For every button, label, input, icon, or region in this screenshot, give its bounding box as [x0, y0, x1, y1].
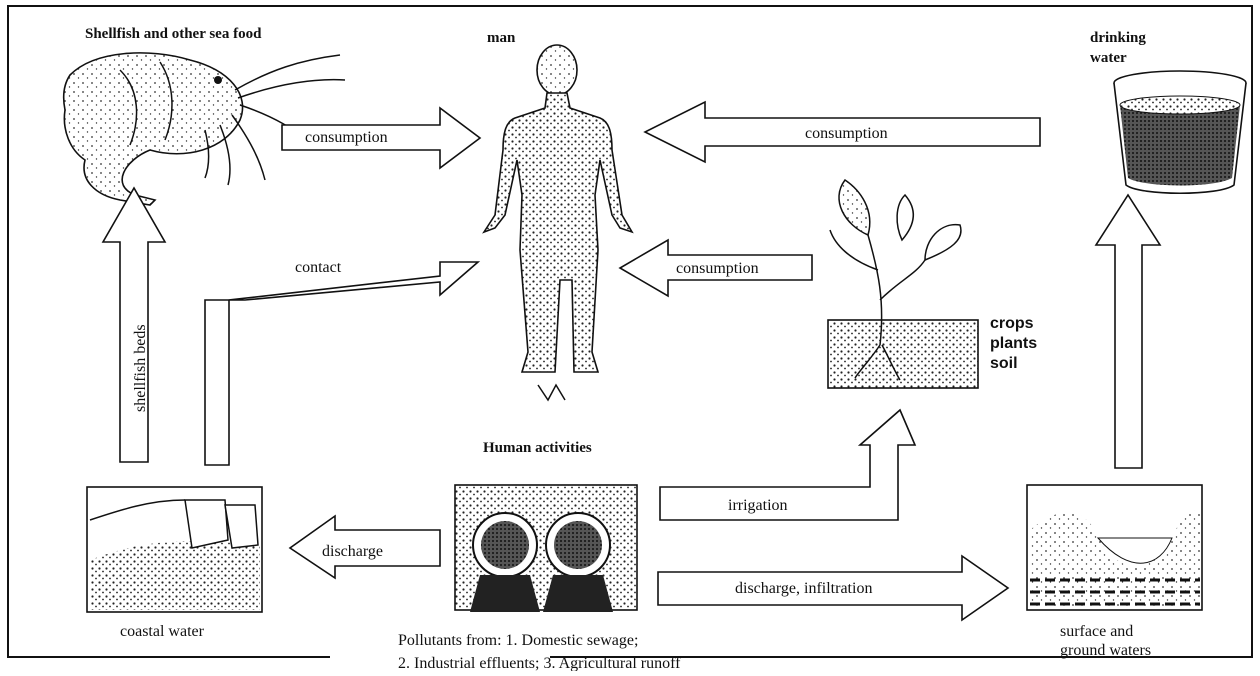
arrow-crops-to-man: consumption: [620, 240, 812, 296]
arrow-coastal-to-shellfish: shellfish beds: [103, 188, 165, 462]
arrow-activities-to-crops-label: irrigation: [728, 497, 788, 514]
crops-label-2: plants: [990, 335, 1037, 352]
coastal-water-label: coastal water: [120, 623, 205, 640]
arrow-crops-to-man-label: consumption: [676, 260, 759, 277]
ground-water-icon: [1027, 485, 1202, 610]
crops-label-3: soil: [990, 355, 1018, 372]
coastal-water-icon: [87, 487, 262, 612]
arrow-coastal-to-man: contact: [205, 259, 478, 465]
arrow-coastal-to-shellfish-label: shellfish beds: [132, 324, 149, 412]
arrow-activities-to-crops: irrigation: [660, 410, 915, 520]
surface-label-1: surface and: [1060, 623, 1133, 640]
arrow-activities-to-coastal: discharge: [290, 516, 440, 578]
caption-line-1: Pollutants from: 1. Domestic sewage;: [398, 632, 638, 649]
arrow-water-to-man: consumption: [645, 102, 1040, 162]
arrow-activities-to-ground-label: discharge, infiltration: [735, 580, 872, 597]
plant-icon: [828, 180, 978, 388]
arrow-ground-to-water: [1096, 195, 1160, 468]
human-activities-label: Human activities: [483, 440, 592, 456]
human-figure-icon: [484, 45, 632, 400]
arrow-coastal-to-man-label: contact: [295, 259, 342, 276]
drinking-water-label-1: drinking: [1090, 30, 1146, 46]
caption-line-2: 2. Industrial effluents; 3. Agricultural…: [398, 655, 681, 671]
arrow-shellfish-to-man: consumption: [282, 108, 480, 168]
shellfish-label: Shellfish and other sea food: [85, 26, 262, 42]
drinking-glass-icon: [1114, 71, 1246, 193]
drinking-water-label-2: water: [1090, 50, 1127, 66]
arrow-water-to-man-label: consumption: [805, 125, 888, 142]
arrow-shellfish-to-man-label: consumption: [305, 129, 388, 146]
crops-label-1: crops: [990, 315, 1034, 332]
discharge-pipes-icon: [455, 485, 637, 612]
arrow-activities-to-ground: discharge, infiltration: [658, 556, 1008, 620]
man-label: man: [487, 30, 516, 46]
surface-label-2: ground waters: [1060, 642, 1151, 659]
arrow-activities-to-coastal-label: discharge: [322, 543, 383, 560]
